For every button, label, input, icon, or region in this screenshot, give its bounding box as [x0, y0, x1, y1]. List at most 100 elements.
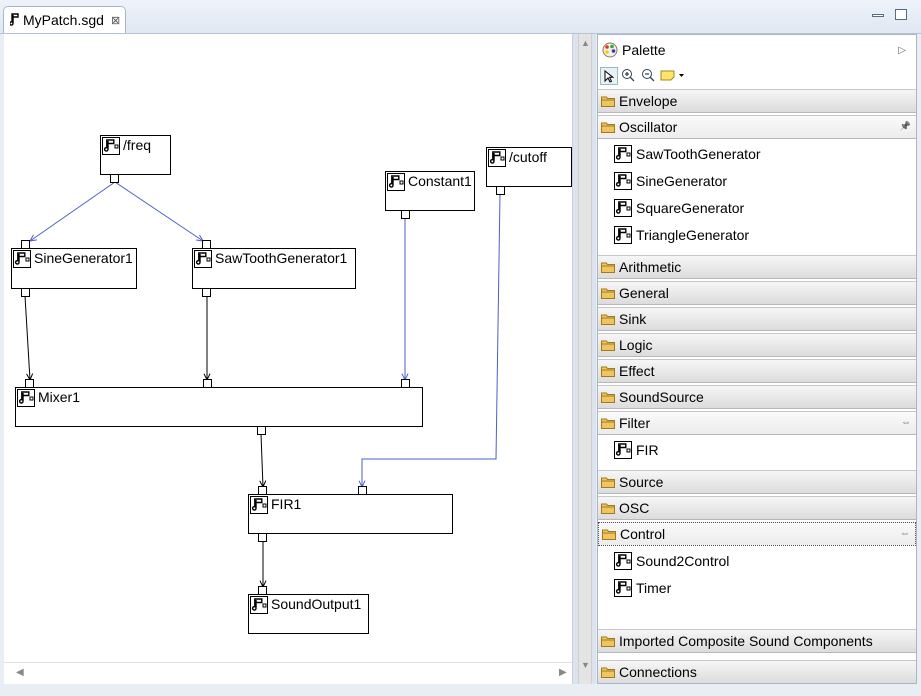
- folder-icon: [601, 314, 615, 325]
- palette-collapse-icon[interactable]: ▷: [898, 44, 906, 56]
- sound-component-icon: [250, 496, 268, 514]
- entry-label: Timer: [636, 580, 672, 596]
- palette-drawer-soundsource[interactable]: SoundSource: [598, 385, 916, 409]
- palette-entry-timer[interactable]: Timer: [614, 577, 671, 599]
- palette-drawer-osc[interactable]: OSC: [598, 496, 916, 520]
- output-port[interactable]: [258, 533, 267, 542]
- output-port[interactable]: [202, 288, 211, 297]
- output-port[interactable]: [401, 210, 410, 219]
- palette-drawer-oscillator[interactable]: Oscillator 📌: [598, 115, 916, 139]
- node-label: /cutoff: [509, 149, 547, 165]
- entry-label: TriangleGenerator: [636, 227, 750, 243]
- folder-icon: [601, 418, 615, 429]
- palette-entry-sound2control[interactable]: Sound2Control: [614, 550, 729, 572]
- palette-entry-fir[interactable]: FIR: [614, 439, 659, 461]
- palette-drawer-general[interactable]: General: [598, 281, 916, 305]
- palette-drawer-imported-composite-sound-components[interactable]: Imported Composite Sound Components: [598, 629, 916, 653]
- node-constant1[interactable]: Constant1: [385, 171, 475, 211]
- diagram-canvas[interactable]: /freq /cutoff Constant1 SineGenerator1 S…: [4, 34, 572, 662]
- drawer-label: Oscillator: [619, 119, 678, 135]
- node-mixer1[interactable]: Mixer1: [15, 387, 423, 427]
- entry-label: SineGenerator: [636, 173, 728, 189]
- connection-freq-to-saw[interactable]: [114, 181, 204, 242]
- maximize-icon[interactable]: [895, 9, 907, 20]
- connection-arrowhead: [29, 234, 37, 242]
- palette-entry-squaregenerator[interactable]: SquareGenerator: [614, 197, 744, 219]
- drawer-label: Control: [620, 526, 666, 542]
- node-sine-generator1[interactable]: SineGenerator1: [11, 248, 137, 289]
- drawer-label: OSC: [619, 500, 650, 516]
- node-freq[interactable]: /freq: [100, 135, 171, 175]
- scroll-right-icon[interactable]: ▶: [559, 667, 567, 678]
- editor-tab-bar: MyPatch.sgd ⊠: [0, 0, 921, 34]
- palette-toolbar: [600, 65, 916, 85]
- palette-entry-trianglegenerator[interactable]: TriangleGenerator: [614, 224, 749, 246]
- connection-sine-to-mixer[interactable]: [24, 295, 31, 381]
- palette-drawer-envelope[interactable]: Envelope: [598, 89, 916, 113]
- sound-component-icon: [250, 596, 268, 614]
- sound-component-icon: [194, 250, 212, 268]
- palette-drawer-effect[interactable]: Effect: [598, 359, 916, 383]
- entry-label: FIR: [636, 442, 659, 458]
- palette-drawer-connections[interactable]: Connections: [598, 660, 916, 683]
- sound-component-icon: [17, 389, 35, 407]
- node-label: SawToothGenerator1: [215, 250, 348, 266]
- tab-close-icon[interactable]: ⊠: [110, 14, 121, 27]
- editor-tab[interactable]: MyPatch.sgd ⊠: [3, 6, 126, 33]
- output-port[interactable]: [257, 426, 266, 435]
- sound-component-icon: [614, 226, 632, 244]
- zoom-out-icon[interactable]: [640, 67, 656, 83]
- folder-icon: [601, 667, 615, 678]
- minimize-icon[interactable]: [872, 14, 884, 17]
- palette-drawer-sink[interactable]: Sink: [598, 307, 916, 331]
- palette-drawer-control[interactable]: Control ⇔: [598, 522, 916, 546]
- palette-icon: [602, 42, 618, 58]
- unpin-icon[interactable]: ⇔: [900, 528, 910, 539]
- palette-entry-sawtoothgenerator[interactable]: SawToothGenerator: [614, 143, 761, 165]
- drawer-label: Sink: [619, 311, 647, 327]
- output-port[interactable]: [496, 186, 505, 195]
- palette-drawer-arithmetic[interactable]: Arithmetic: [598, 255, 916, 279]
- scroll-down-icon[interactable]: ▼: [581, 660, 590, 670]
- palette-entry-sinegenerator[interactable]: SineGenerator: [614, 170, 727, 192]
- folder-icon: [601, 96, 615, 107]
- zoom-in-icon[interactable]: [620, 67, 636, 83]
- node-sawtooth-generator1[interactable]: SawToothGenerator1: [192, 248, 356, 289]
- palette-splitter[interactable]: ▲ ▼: [572, 34, 596, 684]
- horizontal-scrollbar[interactable]: ◀ ▶: [4, 662, 572, 684]
- folder-icon: [601, 262, 615, 273]
- node-sound-output1[interactable]: SoundOutput1: [248, 594, 369, 634]
- status-strip: [0, 684, 921, 696]
- node-cutoff[interactable]: /cutoff: [486, 147, 572, 187]
- connection-mixer-to-fir[interactable]: [260, 433, 264, 488]
- folder-icon: [601, 503, 615, 514]
- connection-cutoff-to-fir[interactable]: [361, 193, 501, 487]
- folder-icon: [601, 122, 615, 133]
- drawer-label: Effect: [619, 363, 655, 379]
- drawer-label: Envelope: [619, 93, 678, 109]
- unpin-icon[interactable]: ⇔: [901, 417, 911, 428]
- node-fir1[interactable]: FIR1: [248, 494, 453, 534]
- output-port[interactable]: [21, 288, 30, 297]
- entry-label: SawToothGenerator: [636, 146, 761, 162]
- connection-freq-to-sine[interactable]: [29, 181, 116, 242]
- palette-drawer-source[interactable]: Source: [598, 470, 916, 494]
- palette-title: Palette: [622, 42, 666, 58]
- drawer-label: Logic: [619, 337, 653, 353]
- select-arrow-icon[interactable]: [600, 67, 618, 85]
- palette-drawer-logic[interactable]: Logic: [598, 333, 916, 357]
- entry-label: SquareGenerator: [636, 200, 745, 216]
- scroll-left-icon[interactable]: ◀: [16, 667, 24, 678]
- pin-icon[interactable]: 📌: [899, 121, 911, 131]
- scroll-up-icon[interactable]: ▲: [581, 38, 590, 48]
- output-port[interactable]: [110, 174, 119, 183]
- vertical-scrollbar[interactable]: ▲ ▼: [578, 34, 592, 684]
- sound-component-icon: [102, 137, 120, 155]
- node-label: SoundOutput1: [271, 596, 362, 612]
- sound-component-icon: [614, 199, 632, 217]
- drawer-label: Connections: [619, 664, 697, 680]
- drawer-label: Imported Composite Sound Components: [619, 633, 873, 649]
- node-label: Mixer1: [38, 389, 81, 405]
- palette-drawer-filter[interactable]: Filter⇔: [598, 411, 916, 435]
- note-icon[interactable]: [660, 67, 686, 83]
